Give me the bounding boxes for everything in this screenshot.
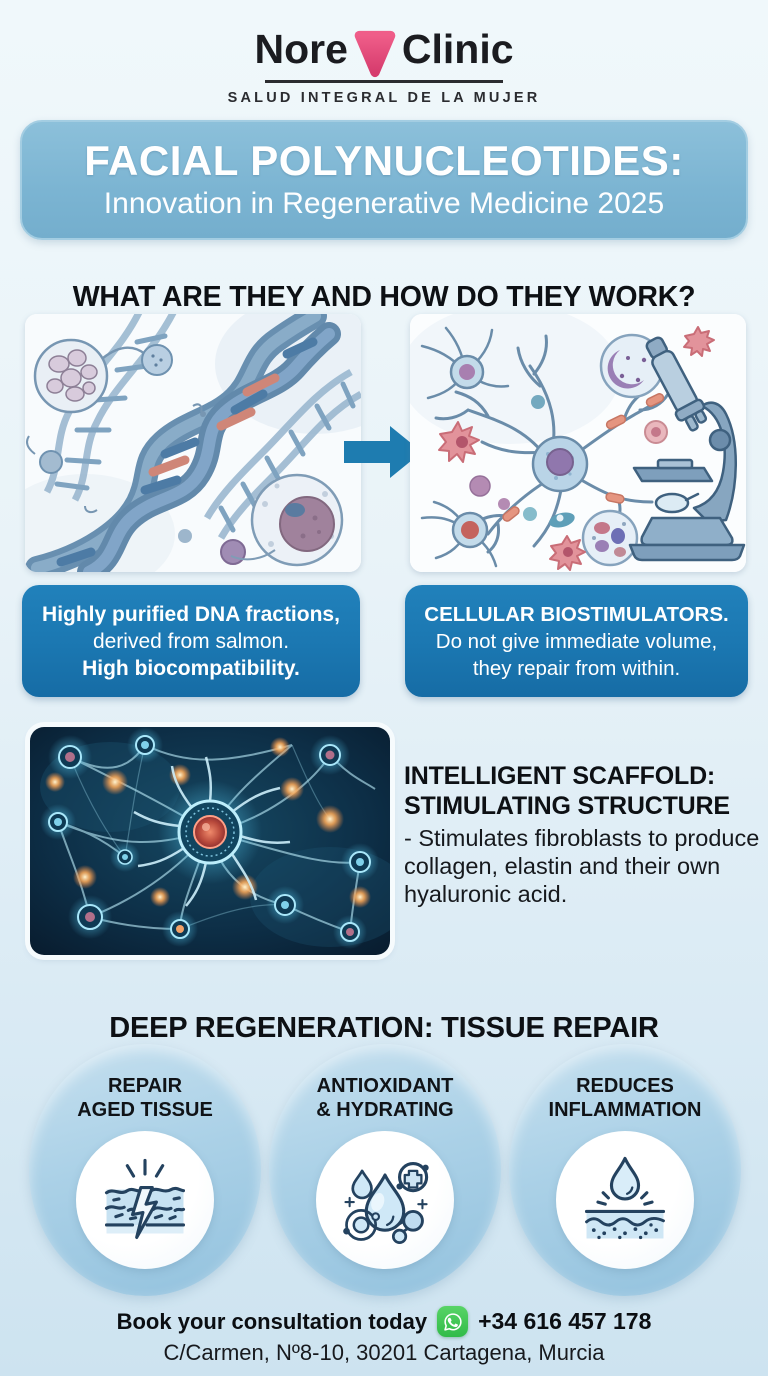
benefit-label: ANTIOXIDANT& HYDRATING — [316, 1075, 454, 1122]
biostimulator-caption-box: CELLULAR BIOSTIMULATORS. Do not give imm… — [405, 585, 748, 697]
dna-caption-box: Highly purified DNA fractions, derived f… — [22, 585, 360, 697]
clinic-address: C/Carmen, Nº8-10, 30201 Cartagena, Murci… — [163, 1340, 605, 1365]
biostimulator-caption-text: CELLULAR BIOSTIMULATORS. Do not give imm… — [405, 597, 748, 686]
hydration-molecules-icon — [343, 1161, 429, 1244]
whatsapp-icon — [437, 1306, 469, 1337]
benefit-icon-disc — [556, 1130, 694, 1269]
logo-divider — [265, 80, 503, 83]
dna-helix-art — [25, 314, 361, 572]
drop-over-skin-icon — [584, 1156, 666, 1239]
scaffold-body: - Stimulates fibroblasts to produce coll… — [404, 825, 760, 908]
dna-caption-text: Highly purified DNA fractions, derived f… — [22, 597, 360, 686]
how-section-heading: WHAT ARE THEY AND HOW DO THEY WORK? — [72, 281, 696, 314]
scaffold-heading: INTELLIGENT SCAFFOLD:STIMULATING STRUCTU… — [404, 762, 760, 821]
clinic-logo: Nore Clinic SALUD INTEGRAL DE LA MUJER — [0, 22, 768, 106]
biostim-caption-regular: Do not give immediate volume, they repai… — [435, 629, 718, 680]
logo-triangle-icon — [354, 30, 396, 78]
biostim-caption-bold-lead: CELLULAR BIOSTIMULATORS. — [424, 602, 729, 626]
logo-name-left: Nore — [254, 25, 348, 72]
dna-illustration — [25, 314, 361, 572]
footer-cta-row: Book your consultation today +34 616 457… — [0, 1306, 768, 1337]
cta-text: Book your consultation today — [116, 1308, 428, 1334]
scaffold-heading-line2: STIMULATING STRUCTURE — [404, 791, 730, 820]
scaffold-text-block: INTELLIGENT SCAFFOLD:STIMULATING STRUCTU… — [404, 762, 760, 909]
cells-microscope-art — [410, 314, 746, 572]
banner-subtitle: Innovation in Regenerative Medicine 2025 — [103, 186, 665, 220]
logo-tagline: SALUD INTEGRAL DE LA MUJER — [227, 90, 541, 106]
dna-caption-regular: derived from salmon. — [92, 629, 290, 653]
logo-name-right: Clinic — [401, 25, 514, 72]
biostimulation-illustration — [410, 314, 746, 572]
benefit-icon-disc — [316, 1130, 454, 1269]
scaffold-heading-line1: INTELLIGENT SCAFFOLD: — [404, 762, 716, 790]
benefit-icon-disc — [76, 1130, 214, 1269]
title-banner: FACIAL POLYNUCLEOTIDES: Innovation in Re… — [20, 120, 748, 240]
glowing-neurons-art — [30, 727, 390, 955]
banner-title: FACIAL POLYNUCLEOTIDES: — [84, 137, 684, 185]
right-arrow-icon — [344, 426, 422, 478]
dna-caption-bold-tail: High biocompatibility. — [82, 656, 300, 680]
regeneration-heading: DEEP REGENERATION: TISSUE REPAIR — [109, 1012, 659, 1045]
dna-caption-bold-lead: Highly purified DNA fractions, — [42, 602, 340, 626]
benefit-antioxidant-hydrating: ANTIOXIDANT& HYDRATING — [269, 1044, 501, 1296]
phone-number: +34 616 457 178 — [478, 1308, 652, 1334]
neural-network-image — [30, 727, 390, 955]
cracked-skin-icon — [104, 1158, 186, 1239]
